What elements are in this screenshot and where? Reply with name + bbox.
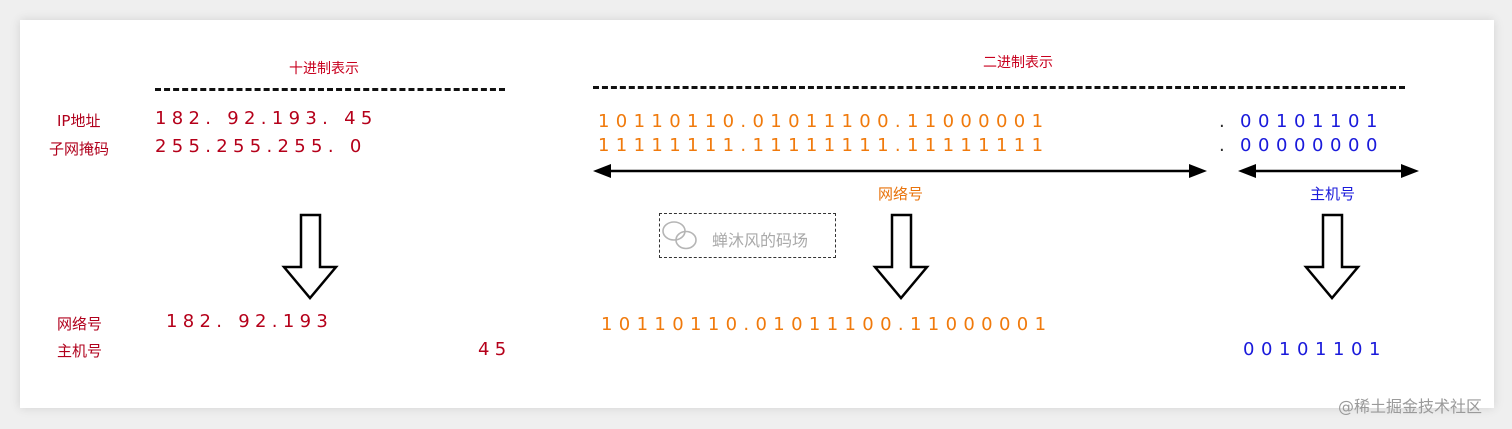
decimal-network-value: 182. 92.193 [166, 311, 334, 332]
watermark-box [659, 213, 836, 258]
binary-title: 二进制表示 [983, 55, 1053, 71]
host-span-arrow [1238, 164, 1419, 178]
network-span-arrow [593, 164, 1207, 178]
decimal-host-value: 45 [478, 339, 512, 360]
binary-mask-network-bits: 11111111.11111111.11111111 [598, 135, 1050, 156]
binary-host-result: 00101101 [1243, 339, 1388, 360]
decimal-mask-value: 255.255.255. 0 [155, 136, 367, 157]
down-arrow-binary-host [1303, 213, 1361, 300]
decimal-network-label: 网络号 [57, 315, 103, 333]
juejin-watermark: @稀土掘金技术社区 [1338, 397, 1483, 416]
decimal-dashed-line [155, 88, 505, 91]
decimal-ip-value: 182. 92.193. 45 [155, 108, 378, 129]
binary-dashed-line [593, 86, 1405, 89]
watermark-text: 蝉沐风的码场 [712, 231, 809, 250]
decimal-host-label: 主机号 [57, 342, 103, 360]
binary-mask-host-bits: 00000000 [1240, 135, 1385, 156]
binary-ip-host-bits: 00101101 [1240, 111, 1385, 132]
binary-ip-separator: . [1219, 111, 1225, 132]
binary-network-result: 10110110.01011100.11000001 [601, 314, 1053, 335]
ip-address-label: IP地址 [57, 112, 101, 130]
diagram-canvas [20, 20, 1494, 408]
down-arrow-decimal [281, 213, 339, 300]
binary-network-label: 网络号 [878, 185, 924, 203]
chat-bubbles-icon [662, 221, 697, 250]
binary-mask-separator: . [1219, 135, 1225, 156]
down-arrow-binary-network [872, 213, 930, 300]
binary-ip-network-bits: 10110110.01011100.11000001 [598, 111, 1050, 132]
subnet-mask-label: 子网掩码 [49, 140, 110, 158]
decimal-title: 十进制表示 [289, 61, 359, 77]
binary-host-label: 主机号 [1310, 185, 1356, 203]
